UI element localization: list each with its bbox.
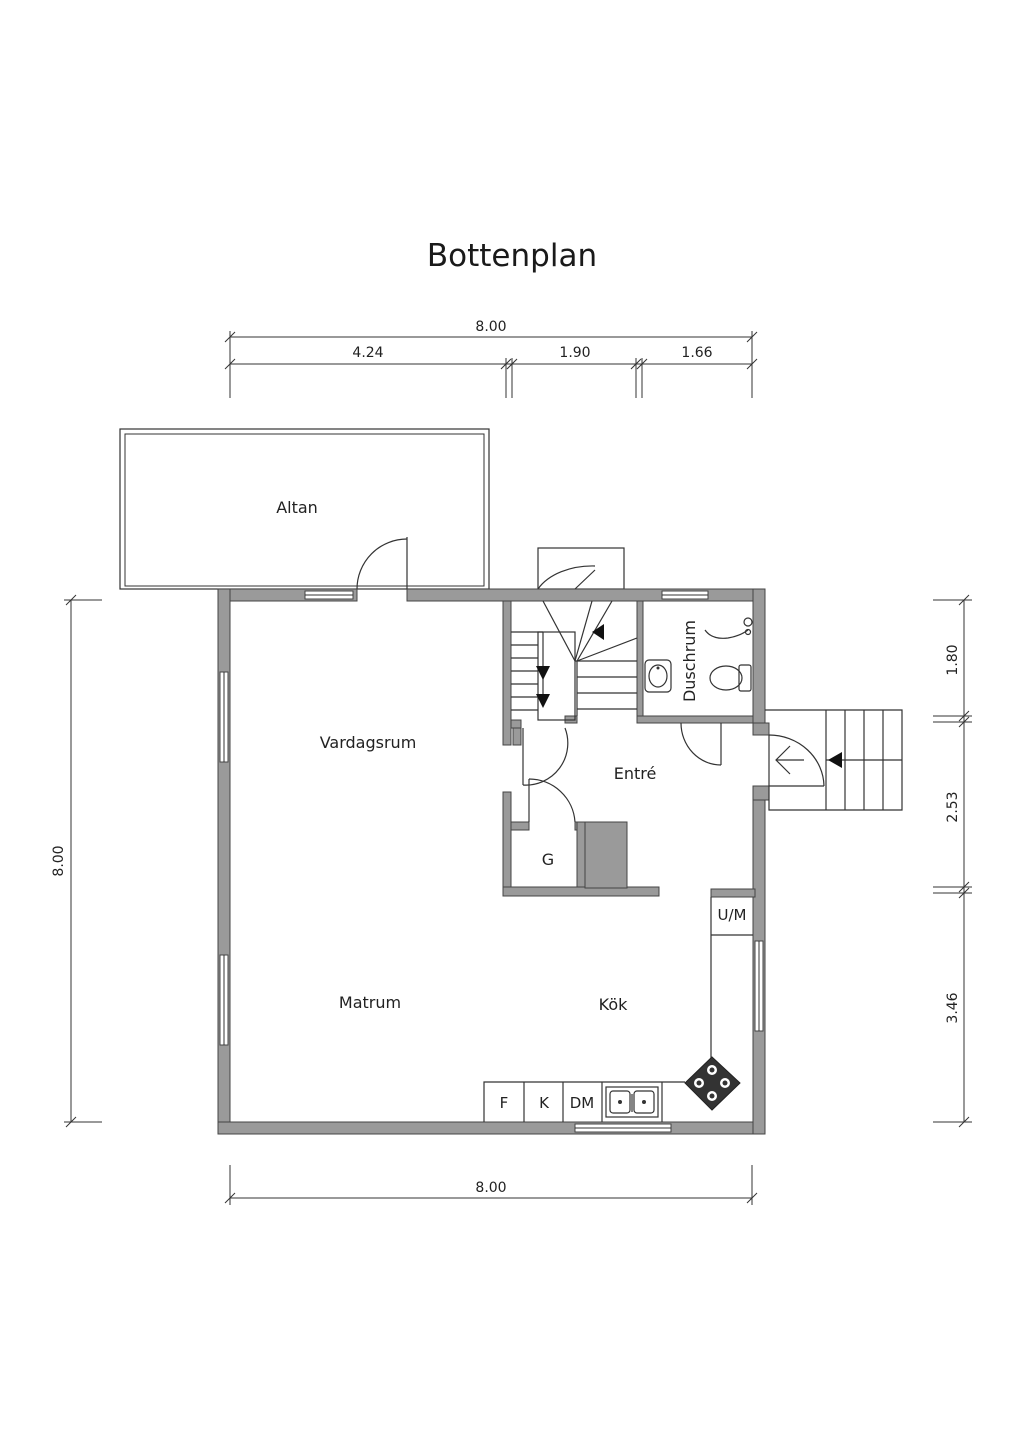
bottom-dimension-line — [224, 1165, 758, 1205]
room-label-matrum: Matrum — [339, 993, 401, 1012]
fixture-label-f: F — [500, 1094, 509, 1112]
room-label-g: G — [542, 850, 554, 869]
washbasin-icon — [644, 659, 672, 693]
exterior-stairs — [765, 709, 903, 811]
dim-top-a: 4.24 — [352, 345, 383, 361]
dim-top-c: 1.66 — [681, 345, 712, 361]
plan-title: Bottenplan — [427, 238, 597, 274]
shower-hose-icon — [704, 629, 749, 639]
interior-walls — [502, 600, 756, 898]
top-dimension-lines — [224, 331, 758, 398]
fixture-label-dm: DM — [570, 1094, 595, 1112]
dim-top-total: 8.00 — [475, 319, 506, 335]
dim-left-total: 8.00 — [51, 845, 67, 876]
left-dimension-line — [64, 594, 102, 1128]
toilet-icon — [738, 664, 752, 692]
dim-bottom-total: 8.00 — [475, 1180, 506, 1196]
bathroom-fixtures — [644, 617, 753, 693]
doors — [356, 537, 825, 823]
dim-right-c: 3.46 — [945, 992, 961, 1023]
shower-head-icon — [743, 617, 753, 627]
room-label-altan: Altan — [276, 498, 318, 517]
right-dimension-lines — [933, 594, 972, 1128]
dim-right-a: 1.80 — [945, 644, 961, 675]
fixture-label-k: K — [539, 1094, 550, 1112]
stove-icon — [684, 1056, 741, 1111]
windows — [219, 590, 764, 1133]
fixture-label-um: U/M — [718, 906, 747, 924]
dim-top-b: 1.90 — [559, 345, 590, 361]
room-label-entre: Entré — [614, 764, 657, 783]
room-label-kok: Kök — [599, 995, 628, 1014]
interior-stairs — [511, 600, 638, 721]
room-label-duschrum: Duschrum — [680, 620, 699, 702]
kitchen-counters — [483, 897, 753, 1122]
sink-icon — [605, 1086, 659, 1118]
room-label-vardagsrum: Vardagsrum — [320, 733, 417, 752]
dim-right-b: 2.53 — [945, 791, 961, 822]
